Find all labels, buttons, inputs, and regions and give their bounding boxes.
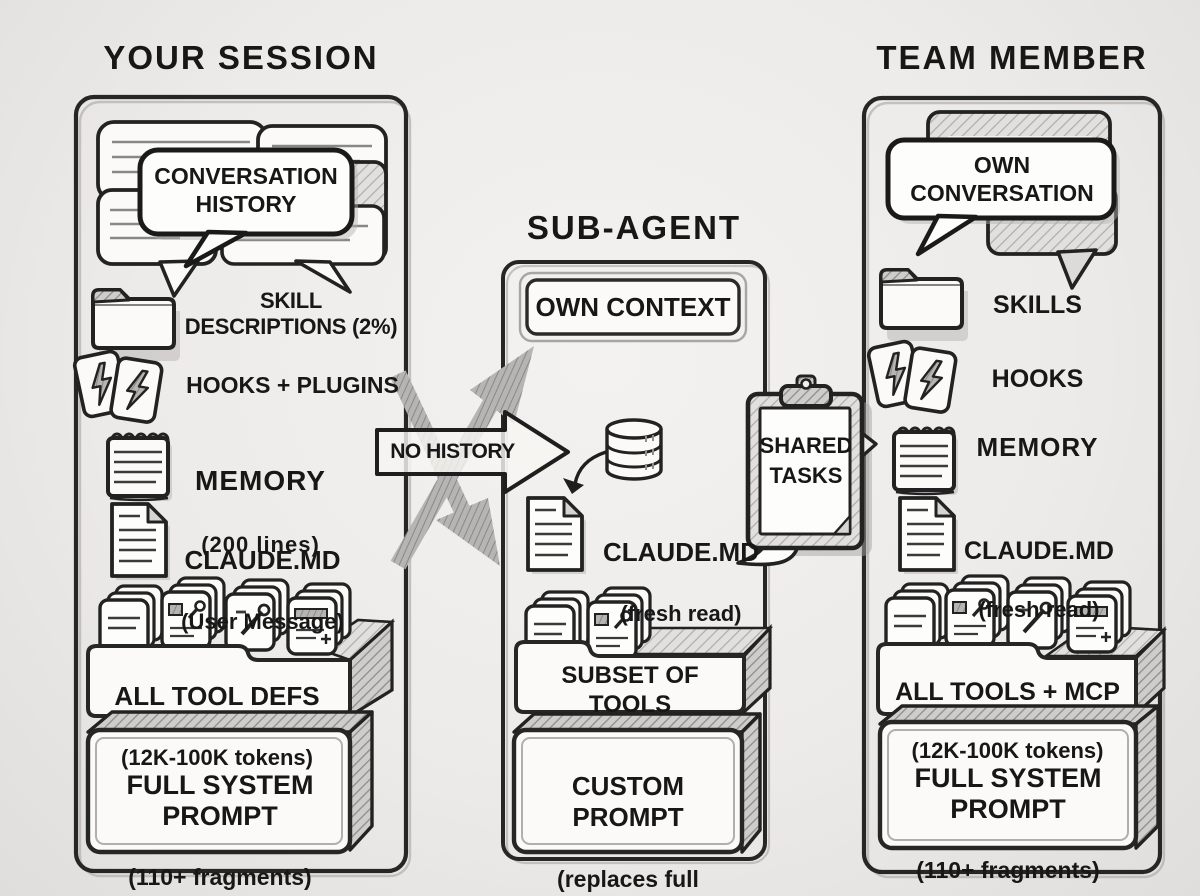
full-system-prompt-label: FULL SYSTEM PROMPT (110+ fragments): [95, 739, 345, 896]
all-tool-defs-label: ALL TOOL DEFS (12K-100K tokens): [92, 650, 342, 802]
team-member-title: TEAM MEMBER: [876, 39, 1148, 76]
conversation-history-label: CONVERSATION HISTORY: [154, 163, 338, 217]
memory-label-sub: (200 lines): [201, 531, 320, 557]
memory-label: MEMORY (200 lines): [168, 430, 353, 592]
tm-claude-md-label: CLAUDE.MD (fresh read): [948, 506, 1130, 653]
memory-label-main: MEMORY: [195, 464, 326, 496]
system-prompt-box-icon: [877, 704, 1160, 851]
tm-skills-label: SKILLS: [993, 291, 1082, 319]
shared-tasks-clipboard-icon: [736, 374, 878, 567]
no-history-label: NO HISTORY: [390, 440, 515, 463]
own-conversation-label: OWN CONVERSATION: [910, 152, 1094, 206]
tm-full-system-prompt-label: FULL SYSTEM PROMPT (110+ fragments): [884, 732, 1132, 896]
all-tools-mcp-sub: (12K-100K tokens): [911, 738, 1104, 763]
your-session-title: YOUR SESSION: [103, 39, 379, 76]
own-context-box: [518, 271, 748, 343]
claude-md-document-icon: [526, 496, 588, 576]
conversation-bubbles-icon: [96, 120, 388, 298]
all-tool-defs-sub: (12K-100K tokens): [121, 744, 313, 770]
tm-full-system-prompt-sub: (110+ fragments): [916, 857, 1100, 884]
all-tools-tray-icon: [876, 574, 1168, 718]
sa-claude-md-main: CLAUDE.MD: [603, 537, 759, 568]
full-system-prompt-sub: (110+ fragments): [128, 864, 312, 891]
memory-notepad-icon: [892, 425, 960, 497]
lightning-cards-icon: [865, 338, 959, 415]
custom-prompt-label: CUSTOM PROMPT (replaces full system prom…: [517, 740, 739, 896]
all-tools-mcp-label: ALL TOOLS + MCP (12K-100K tokens): [880, 647, 1135, 794]
tm-full-system-prompt-main: FULL SYSTEM PROMPT: [914, 763, 1102, 825]
subset-of-tools-label: SUBSET OF TOOLS: [561, 662, 699, 718]
database-icon: [605, 418, 663, 481]
subset-tools-tray-icon: [514, 586, 774, 716]
memory-notepad-icon: [106, 431, 174, 503]
tm-memory-label: MEMORY: [976, 432, 1099, 462]
lightning-cards-icon: [71, 348, 165, 425]
full-system-prompt-main: FULL SYSTEM PROMPT: [126, 770, 314, 832]
custom-prompt-main: CUSTOM PROMPT: [571, 771, 685, 833]
your-session-container: [73, 94, 412, 878]
custom-prompt-sub: (replaces full system prompt): [542, 865, 715, 896]
claude-md-label: CLAUDE.MD (User Message): [160, 514, 365, 666]
shared-tasks-label: SHARED TASKS: [759, 433, 853, 488]
no-history-arrow: [375, 410, 570, 494]
claude-md-label-main: CLAUDE.MD: [184, 545, 341, 576]
sa-claude-md-label: CLAUDE.MD (fresh read): [592, 506, 770, 658]
own-context-label: OWN CONTEXT: [535, 292, 731, 322]
all-tool-defs-main: ALL TOOL DEFS: [114, 681, 320, 712]
tm-claude-md-sub: (fresh read): [978, 597, 1100, 622]
hooks-plugins-label: HOOKS + PLUGINS: [186, 372, 399, 398]
all-tools-mcp-main: ALL TOOLS + MCP: [895, 678, 1120, 706]
custom-prompt-box-icon: [511, 712, 762, 855]
tm-hooks-label: HOOKS: [991, 365, 1084, 393]
own-conversation-bubbles-icon: [885, 110, 1120, 290]
tm-claude-md-main: CLAUDE.MD: [964, 537, 1114, 565]
folder-icon: [91, 288, 182, 363]
sub-agent-title: SUB-AGENT: [526, 209, 742, 246]
system-prompt-box-icon: [85, 710, 374, 855]
sa-claude-md-sub: (fresh read): [620, 600, 742, 626]
tool-tray-icon: [86, 576, 396, 719]
skill-descriptions-label: SKILL DESCRIPTIONS (2%): [184, 288, 398, 340]
claude-md-label-sub: (User Message): [181, 608, 344, 634]
db-to-claude-arrow-icon: [563, 450, 607, 494]
